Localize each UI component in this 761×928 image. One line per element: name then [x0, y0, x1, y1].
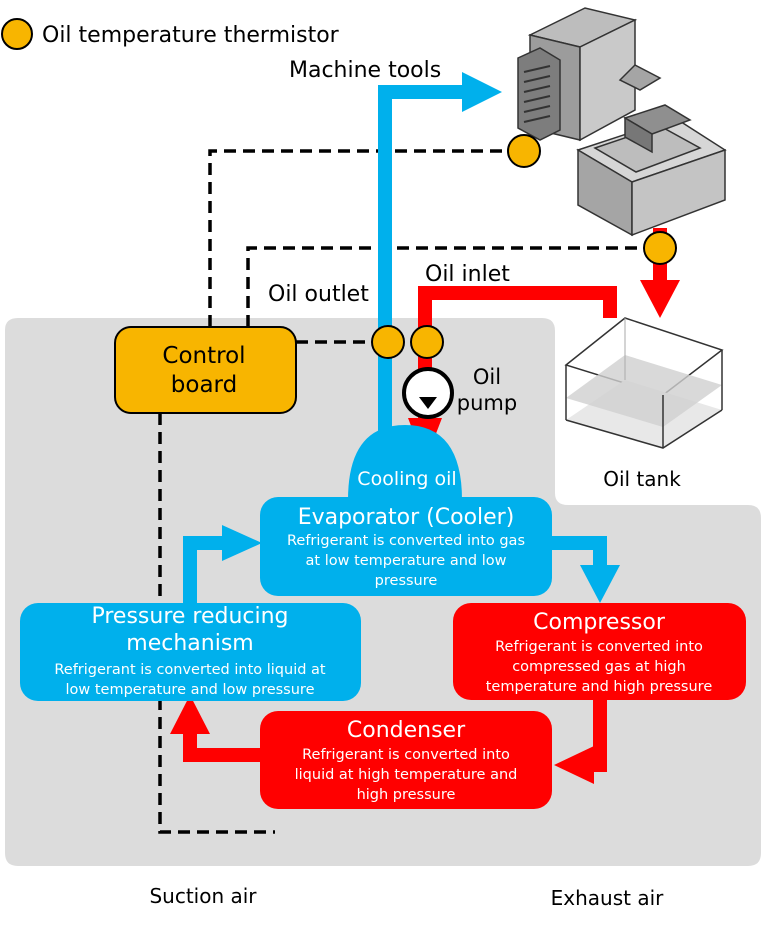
control-board-box: [114, 326, 297, 414]
oil-pump-icon: [402, 367, 454, 419]
condenser-box: [260, 711, 552, 809]
oil-pump-label-line1: Oil: [473, 365, 501, 389]
legend-thermistor-icon: [1, 18, 33, 50]
compressor-desc-line1: Refrigerant is converted into: [495, 639, 703, 655]
refrigerant-cycle-arrows: [170, 525, 620, 784]
evaporator-box: [260, 497, 552, 596]
condenser-desc-line3: high pressure: [357, 787, 456, 803]
signal-wiring: [158, 149, 660, 834]
oil-tank-illustration: [564, 317, 724, 449]
machine-tool-illustration: [517, 7, 727, 237]
cooling-oil-tank: [348, 425, 462, 500]
control-board-label-line1: Control: [162, 343, 245, 369]
control-board-label-line2: board: [171, 372, 237, 398]
condenser-desc-line1: Refrigerant is converted into: [302, 747, 510, 763]
thermistor-inlet-icon: [410, 325, 444, 359]
compressor-desc-line3: temperature and high pressure: [486, 679, 713, 695]
suction-air-label: Suction air: [149, 884, 257, 908]
oil-tank-label: Oil tank: [603, 467, 681, 491]
pressure-reducing-desc-line1: Refrigerant is converted into liquid at: [54, 662, 326, 678]
pressure-reducing-box: [20, 603, 361, 701]
thermistor-machine-icon: [507, 134, 541, 168]
pressure-reducing-title-line2: mechanism: [126, 631, 253, 656]
oil-outlet-flow: [378, 72, 502, 440]
exhaust-air-label: Exhaust air: [551, 886, 665, 910]
condenser-desc-line2: liquid at high temperature and: [295, 767, 518, 783]
condenser-title: Condenser: [347, 718, 466, 743]
evaporator-desc-line3: pressure: [375, 573, 438, 589]
oil-pump-label-line2: pump: [457, 391, 517, 415]
oil-outlet-label: Oil outlet: [268, 282, 369, 307]
pressure-reducing-title-line1: Pressure reducing: [91, 604, 288, 629]
cooling-oil-label: Cooling oil: [357, 468, 456, 490]
thermistor-tank-return-icon: [643, 231, 677, 265]
pressure-reducing-desc-line2: low temperature and low pressure: [65, 682, 314, 698]
compressor-title: Compressor: [533, 610, 666, 635]
compressor-box: [453, 603, 746, 700]
machine-tools-label: Machine tools: [289, 58, 441, 83]
oil-inlet-label: Oil inlet: [425, 262, 510, 287]
thermistor-icons: [1, 18, 677, 359]
compressor-desc-line2: compressed gas at high: [512, 659, 686, 675]
legend-label: Oil temperature thermistor: [42, 23, 340, 48]
evaporator-title: Evaporator (Cooler): [298, 505, 515, 530]
thermistor-outlet-icon: [371, 325, 405, 359]
evaporator-desc-line2: at low temperature and low: [306, 553, 507, 569]
evaporator-desc-line1: Refrigerant is converted into gas: [287, 533, 525, 549]
